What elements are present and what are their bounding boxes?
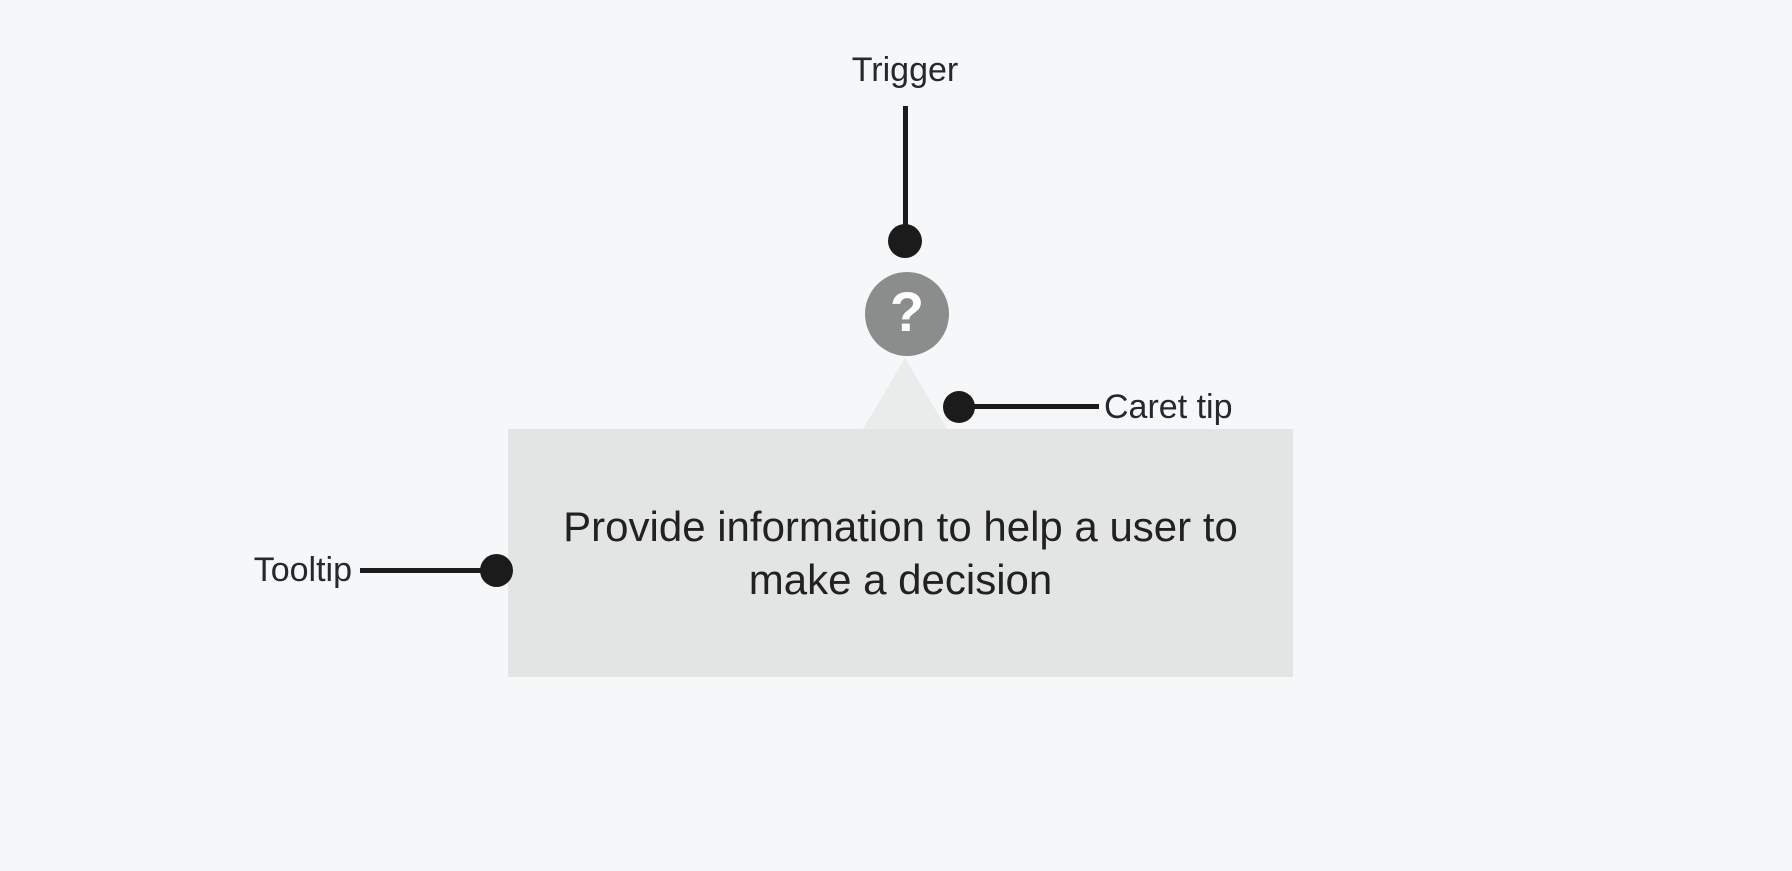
caret-tip-pointer-dot xyxy=(943,391,975,423)
trigger-pointer-line xyxy=(903,106,908,228)
question-mark-icon: ? xyxy=(889,280,925,343)
caret-tip-pointer-line xyxy=(959,404,1099,409)
tooltip-caret xyxy=(863,358,947,429)
tooltip-pointer-dot xyxy=(480,554,513,587)
caret-tip-label: Caret tip xyxy=(1104,388,1233,426)
tooltip-body: Provide information to help a user to ma… xyxy=(508,429,1293,677)
trigger-label: Trigger xyxy=(851,51,959,89)
tooltip-pointer-line xyxy=(360,568,485,573)
tooltip-text-line-2: make a decision xyxy=(748,556,1053,603)
tooltip-text-line-1: Provide information to help a user to xyxy=(563,503,1238,550)
trigger-pointer-dot xyxy=(888,224,922,258)
tooltip-label: Tooltip xyxy=(253,551,352,589)
help-trigger-button[interactable]: ? xyxy=(865,272,949,356)
